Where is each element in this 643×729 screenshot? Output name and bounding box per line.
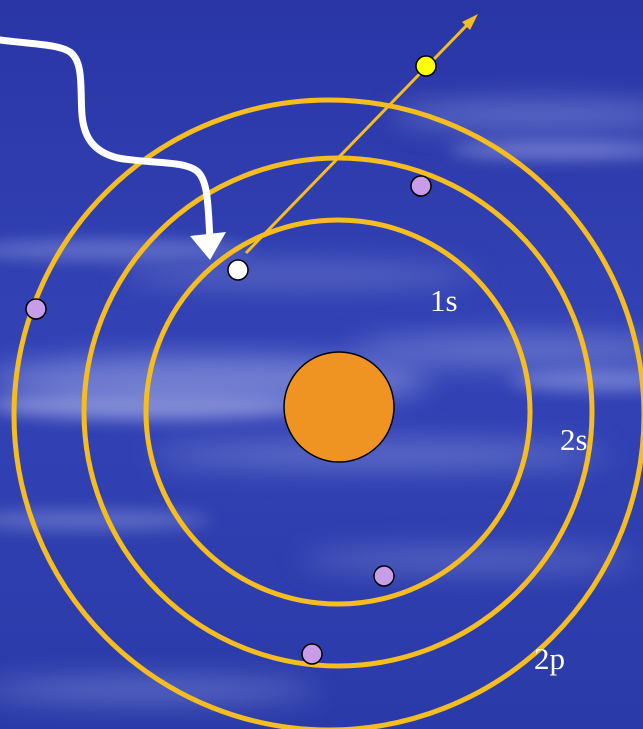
electron-vacancy <box>227 259 249 281</box>
shell-label-1s: 1s <box>430 283 458 318</box>
ejected-electron <box>415 55 437 77</box>
electron <box>410 175 432 197</box>
nucleus <box>283 351 395 463</box>
wavy-photon-arrow-icon <box>0 36 226 260</box>
shell-label-2s: 2s <box>560 422 588 457</box>
electron <box>373 565 395 587</box>
electron <box>25 298 47 320</box>
electron <box>301 643 323 665</box>
orbit-1s <box>143 217 533 607</box>
shell-label-2p: 2p <box>534 641 565 676</box>
orbit-2p <box>11 97 643 729</box>
